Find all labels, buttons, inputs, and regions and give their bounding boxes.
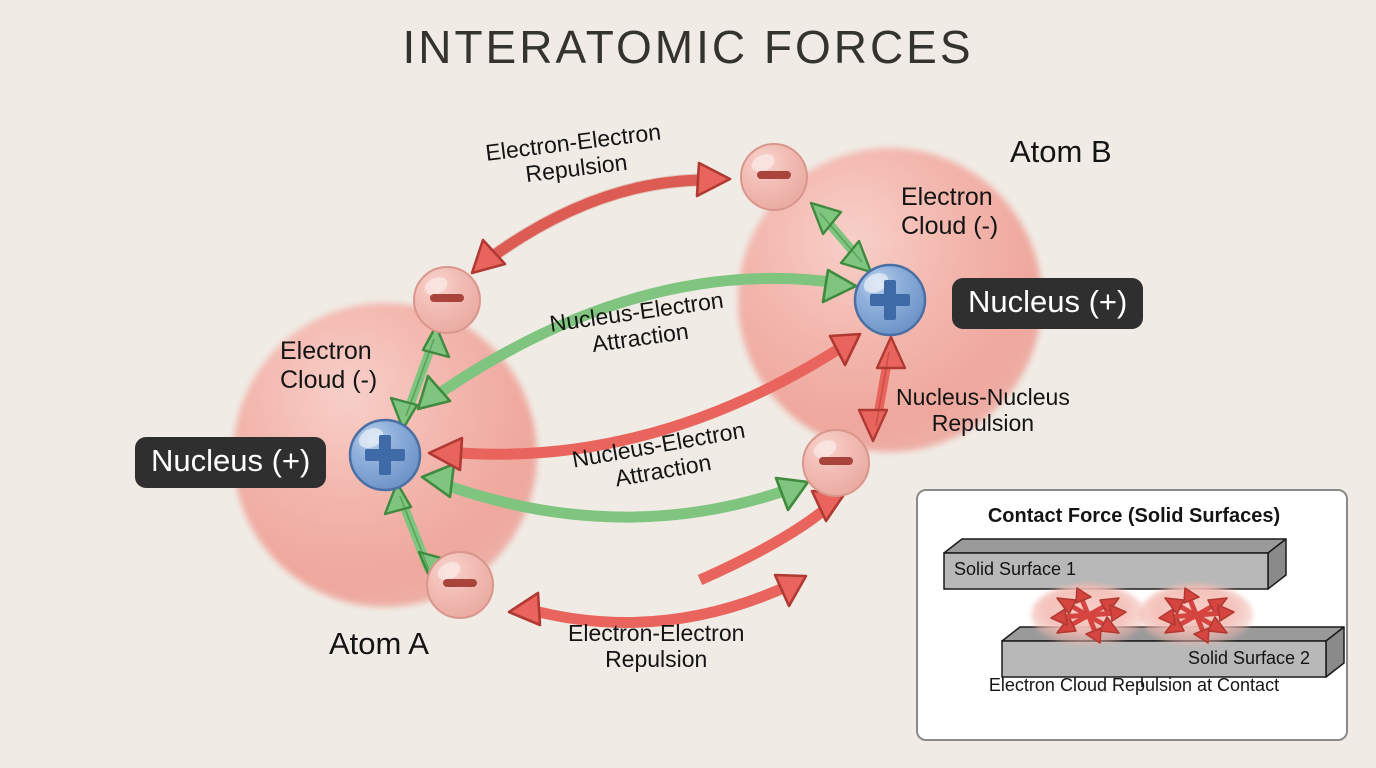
inset-title: Contact Force (Solid Surfaces) [987,505,1281,527]
nucleus-electron-attraction-lower-arrow [420,462,810,523]
atom-b-label: Atom B [1010,134,1112,169]
nucleus-label-a: Nucleus (+) [135,437,327,488]
nucleus-atom-b [853,263,927,337]
nucleus-label-b: Nucleus (+) [952,278,1144,329]
electron-cloud-label-a: Electron Cloud (-) [280,337,378,394]
electron-a-lower [426,551,494,619]
electron-electron-repulsion-bottom-arrow [507,573,808,628]
nucleus-electron-attraction-upper-arrow [416,268,858,411]
electron-electron-repulsion-top-arrow [470,161,732,275]
inset-svg [943,538,1345,687]
electron-b-upper [740,143,808,211]
slab-lower [1001,626,1345,678]
inset-caption: Electron Cloud Repulsion at Contact [988,675,1280,695]
electron-a-upper [413,266,481,334]
force-label-nucleus-nucleus: Nucleus-Nucleus Repulsion [896,384,1070,437]
electron-b-lower [802,429,870,497]
nucleus-nucleus-long-arrow [427,332,862,472]
solid-surface-1-label: Solid Surface 1 [954,559,1077,579]
atom-a-label: Atom A [329,626,429,661]
nucleus-nucleus-repulsion-arrow [857,335,907,443]
solid-surface-2-label: Solid Surface 2 [1188,648,1311,668]
contact-force-inset: Contact Force (Solid Surfaces) [916,489,1348,741]
slab-upper [943,538,1287,590]
nucleus-atom-a [348,418,422,492]
electron-cloud-label-b: Electron Cloud (-) [901,183,999,240]
page-title: INTERATOMIC FORCES [402,21,974,73]
intra-arrow-a-upper [389,324,451,431]
contact-arrows-left [1050,587,1127,644]
intra-arrow-b-upper [809,201,873,274]
force-label-electron-electron-bottom: Electron-Electron Repulsion [568,620,745,673]
contact-arrows-right [1158,587,1235,644]
